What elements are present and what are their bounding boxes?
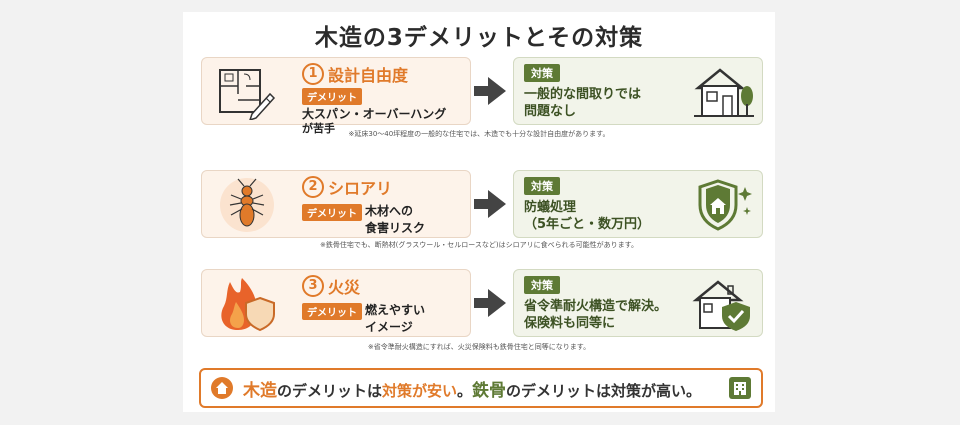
demerit-box: 3 火災 デメリット 燃えやすい イメージ (201, 269, 471, 337)
page-title: 木造の3デメリットとその対策 (314, 25, 644, 51)
row-design-freedom: 1 設計自由度 デメリット 大スパン・オーバーハング が苦手 対策 一般的な間取… (183, 57, 775, 138)
shield-house-icon (698, 179, 752, 231)
demerit-box: 1 設計自由度 デメリット 大スパン・オーバーハング が苦手 (201, 57, 471, 135)
solution-line2: （5年ごと・数万円） (524, 217, 651, 232)
row-termite: 2 シロアリ デメリット 木材への 食害リスク 対策 防蟻処理 （5年ごと・数万… (183, 170, 775, 250)
summary-part3: のデメリットは対策が高い。 (506, 382, 702, 400)
demerit-desc-line1: 大スパン・オーバーハング (302, 107, 447, 121)
termite-icon (220, 178, 274, 232)
row-fire: 3 火災 デメリット 燃えやすい イメージ 対策 省令準耐火構造で解決。 保険料… (183, 269, 775, 351)
demerit-desc-line2: が苦手 (302, 122, 335, 135)
arrow-right-icon (474, 77, 506, 105)
solution-line1: 一般的な間取りでは (524, 87, 642, 102)
demerit-title: シロアリ (328, 179, 393, 198)
solution-text: 防蟻処理 （5年ごと・数万円） (524, 199, 650, 233)
house-tree-icon (694, 68, 754, 117)
summary-banner: 木造のデメリットは対策が安い。鉄骨のデメリットは対策が高い。 (199, 368, 763, 408)
fire-shield-icon (221, 278, 275, 332)
solution-text: 一般的な間取りでは 問題なし (524, 86, 641, 120)
demerit-desc-line2: 食害リスク (365, 221, 426, 235)
arrow-right-icon (474, 190, 506, 218)
building-icon (729, 377, 751, 399)
summary-part2: 。 (457, 382, 473, 400)
summary-cheap: 対策が安い (382, 382, 458, 400)
solution-line2: 保険料も同等に (524, 316, 616, 331)
number-badge: 3 (302, 275, 324, 297)
demerit-tag: デメリット (302, 88, 362, 105)
number-badge: 1 (302, 63, 324, 85)
demerit-title: 火災 (328, 278, 361, 297)
demerit-tag: デメリット (302, 303, 362, 320)
demerit-tag: デメリット (302, 204, 362, 221)
solution-tag: 対策 (524, 177, 560, 195)
footnote: ※鉄骨住宅でも、断熱材(グラスウール・セルロースなど)はシロアリに食べられる可能… (320, 241, 638, 249)
solution-box: 対策 省令準耐火構造で解決。 保険料も同等に (513, 269, 763, 337)
house-icon (211, 377, 233, 399)
summary-wood: 木造 (243, 381, 277, 401)
demerit-title: 設計自由度 (328, 66, 409, 85)
solution-box: 対策 一般的な間取りでは 問題なし (513, 57, 763, 125)
solution-tag: 対策 (524, 64, 560, 82)
solution-box: 対策 防蟻処理 （5年ごと・数万円） (513, 170, 763, 238)
solution-text: 省令準耐火構造で解決。 保険料も同等に (524, 298, 667, 332)
summary-steel: 鉄骨 (472, 381, 507, 401)
floorplan-pencil-icon (219, 69, 276, 120)
demerit-desc-line1: 木材への (365, 204, 414, 218)
summary-part1: のデメリットは (277, 382, 383, 400)
summary-text: 木造のデメリットは対策が安い。鉄骨のデメリットは対策が高い。 (243, 376, 701, 401)
number-badge: 2 (302, 176, 324, 198)
solution-line2: 問題なし (524, 104, 577, 119)
solution-tag: 対策 (524, 276, 560, 294)
demerit-desc-line2: イメージ (365, 320, 413, 334)
footnote: ※省令準耐火構造にすれば、火災保険料も鉄骨住宅と同等になります。 (367, 343, 591, 351)
demerit-desc-line1: 燃えやすい (365, 303, 426, 317)
footnote: ※延床30〜40坪程度の一般的な住宅では、木造でも十分な設計自由度があります。 (348, 130, 610, 138)
demerit-box: 2 シロアリ デメリット 木材への 食害リスク (201, 170, 471, 238)
solution-line1: 防蟻処理 (524, 200, 577, 215)
solution-line1: 省令準耐火構造で解決。 (524, 299, 668, 314)
arrow-right-icon (474, 289, 506, 317)
infographic-card: 木造の3デメリットとその対策 1 設計自由度 デメリット 大スパン・オーバーハン… (183, 12, 775, 412)
house-check-icon (692, 280, 750, 331)
